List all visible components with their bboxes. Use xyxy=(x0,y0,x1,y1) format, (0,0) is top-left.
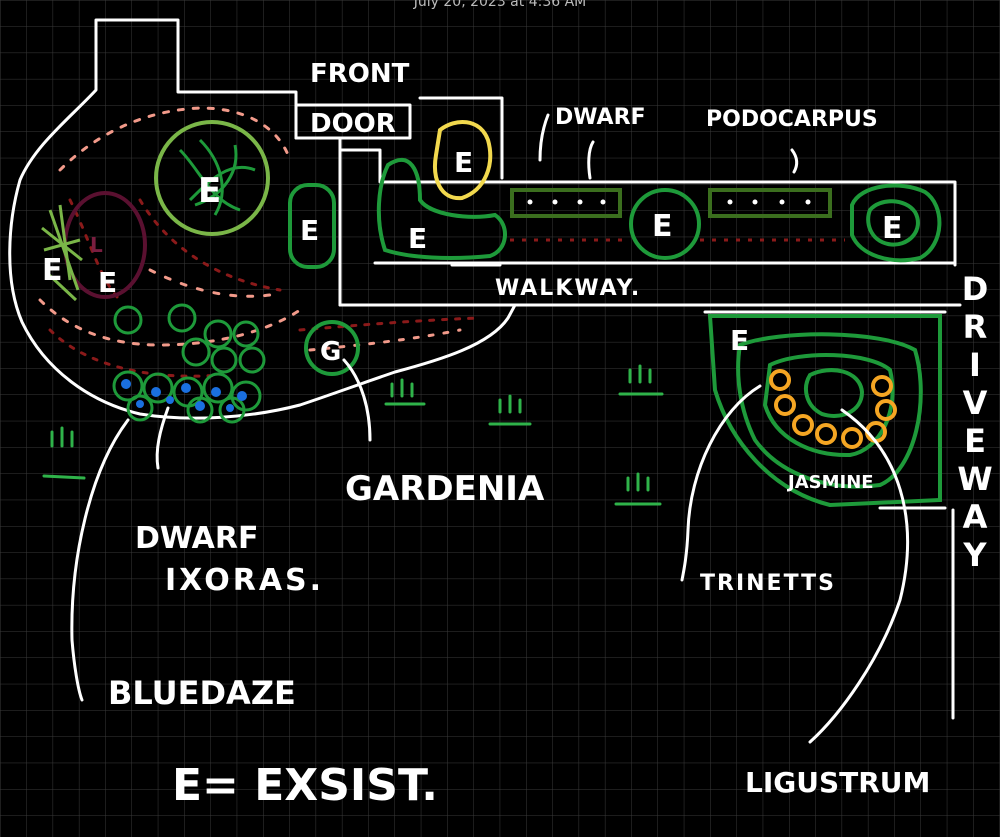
label-gardenia: GARDENIA xyxy=(345,469,545,509)
existing-marker: E xyxy=(730,324,749,357)
gardenia-shrub xyxy=(304,320,360,376)
large-existing-shrub xyxy=(154,120,270,236)
label-walkway: WALKWAY. xyxy=(495,276,641,301)
existing-marker: E xyxy=(454,146,473,179)
grass-tuft xyxy=(614,472,662,506)
left-bed-plants xyxy=(38,106,482,424)
dwarf-podocarpus-planter-1 xyxy=(510,188,622,218)
label-trinetts: TRINETTS xyxy=(700,571,836,596)
existing-marker: E xyxy=(882,211,903,246)
large-bed-marker: L xyxy=(90,233,103,257)
driveway-letter: W xyxy=(957,460,992,498)
jasmine-center xyxy=(804,368,865,418)
driveway-letter: E xyxy=(964,422,986,460)
dwarf-podocarpus-planter-2 xyxy=(708,188,832,218)
label-dwarf-podocarpus: DWARF xyxy=(555,105,646,130)
grass-tuft xyxy=(488,394,532,426)
label-dwarf-ixoras-line2: IXORAS. xyxy=(165,563,324,598)
driveway-letter: I xyxy=(969,346,981,384)
driveway-letter: D xyxy=(962,270,989,308)
existing-marker: E xyxy=(98,266,117,299)
dwarf-ixoras-group xyxy=(113,303,266,374)
porch-box xyxy=(418,96,504,180)
grass-tuft xyxy=(42,426,86,480)
ligustrum-mid xyxy=(736,332,923,489)
driveway-letter: Y xyxy=(962,536,987,574)
walkway-bed-plants xyxy=(376,119,942,263)
leader-lines xyxy=(70,113,910,744)
grass-tuft xyxy=(384,378,426,406)
bluedaze-group xyxy=(112,370,262,424)
gardenia-marker: G xyxy=(320,337,341,367)
driveway-letter: V xyxy=(963,384,988,422)
existing-marker: E xyxy=(408,222,427,255)
hedge-by-door xyxy=(288,183,336,269)
ornamental-grass xyxy=(41,204,83,302)
legend-existing: E= EXSIST. xyxy=(172,760,438,811)
labels: FRONT DOOR DWARF PODOCARPUS WALKWAY. GAR… xyxy=(108,59,993,811)
mulch-dashes xyxy=(38,106,482,378)
markers: E E E E E E E E E G L xyxy=(42,146,903,367)
label-front: FRONT xyxy=(310,59,410,89)
label-podocarpus: PODOCARPUS xyxy=(706,107,878,132)
ligustrum-outer xyxy=(707,314,942,508)
existing-marker: E xyxy=(42,253,63,288)
label-dwarf-ixoras-line1: DWARF xyxy=(135,521,258,556)
podocarpus-dots xyxy=(527,199,811,205)
label-ligustrum: LIGUSTRUM xyxy=(745,766,930,799)
driveway-letter: A xyxy=(963,498,988,536)
label-door: DOOR xyxy=(310,109,396,139)
existing-marker: E xyxy=(300,214,319,247)
walkway-existing-shrub xyxy=(376,157,507,260)
grass-tuft xyxy=(618,364,664,396)
large-shrub-fill xyxy=(178,138,256,216)
label-bluedaze: BLUEDAZE xyxy=(108,674,296,712)
walkway-round-shrub xyxy=(629,188,701,260)
label-jasmine: JASMINE xyxy=(786,472,874,493)
yellow-existing-shrub xyxy=(433,119,493,201)
grass-tufts xyxy=(42,364,664,506)
existing-marker: E xyxy=(198,171,221,211)
driveway-letter: R xyxy=(963,308,988,346)
existing-marker: E xyxy=(652,209,673,244)
walkway-outline xyxy=(338,148,957,267)
walkway-end-shrub xyxy=(850,183,942,263)
photo-caption: July 20, 2023 at 4:36 AM xyxy=(413,0,586,10)
corner-bed-plants xyxy=(707,314,942,508)
front-door-box xyxy=(294,103,412,140)
